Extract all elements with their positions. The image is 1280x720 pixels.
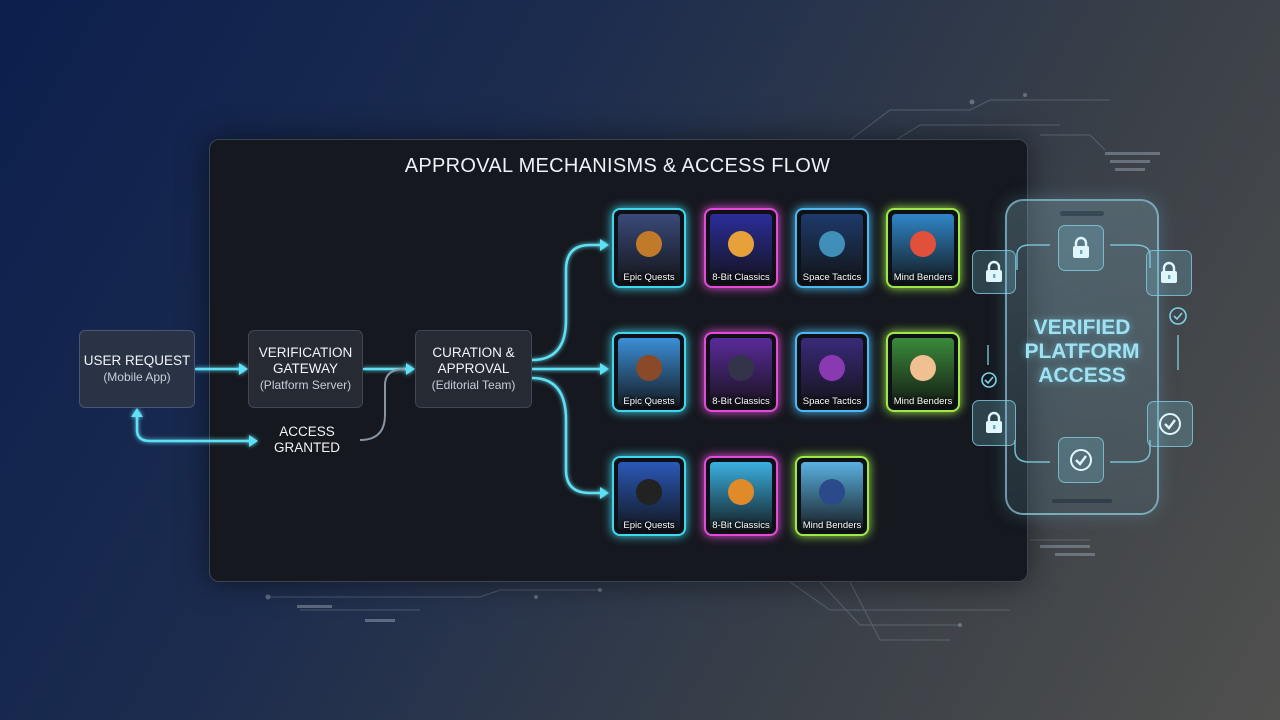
checkmark-icon <box>1147 401 1193 447</box>
verified-line-1: VERIFIED <box>1033 316 1131 339</box>
user-request-node: USER REQUEST (Mobile App) <box>79 330 195 408</box>
check-icon <box>1169 307 1187 325</box>
game-tile[interactable]: Mind Benders <box>886 208 960 288</box>
node-title-2: GATEWAY <box>272 361 338 376</box>
game-cover-art <box>801 214 863 282</box>
game-caption: 8-Bit Classics <box>712 520 770 531</box>
game-tile[interactable]: 8-Bit Classics <box>704 456 778 536</box>
game-tile[interactable]: Space Tactics <box>795 332 869 412</box>
game-cover-art <box>710 214 772 282</box>
arrowhead <box>131 408 143 417</box>
game-tile[interactable]: Mind Benders <box>886 332 960 412</box>
granted-return-line <box>359 368 406 441</box>
lock-icon <box>972 250 1016 294</box>
lock-icon <box>1146 250 1192 296</box>
game-tile[interactable]: 8-Bit Classics <box>704 332 778 412</box>
arrowhead <box>239 363 248 375</box>
node-title-2: APPROVAL <box>437 361 510 376</box>
game-tile[interactable]: Mind Benders <box>795 456 869 536</box>
node-subtitle: (Editorial Team) <box>431 378 516 392</box>
game-character-icon <box>910 230 936 257</box>
game-cover-art <box>618 338 680 406</box>
game-cover-art <box>710 462 772 530</box>
node-title: VERIFICATION <box>258 345 353 360</box>
game-character-icon <box>910 354 936 381</box>
game-caption: Space Tactics <box>802 396 862 407</box>
node-subtitle: (Platform Server) <box>259 378 352 392</box>
arrowhead <box>249 435 258 447</box>
granted-line-1: ACCESS <box>279 424 335 439</box>
verified-line-2: PLATFORM <box>1024 340 1140 363</box>
verification-gateway-node: VERIFICATION GATEWAY (Platform Server) <box>248 330 363 408</box>
lock-icon <box>1058 225 1104 271</box>
game-cover-art <box>710 338 772 406</box>
game-caption: Space Tactics <box>802 272 862 283</box>
game-cover-art <box>892 338 954 406</box>
game-character-icon <box>819 478 845 505</box>
game-cover-art <box>618 214 680 282</box>
game-cover-art <box>892 214 954 282</box>
curation-approval-node: CURATION & APPROVAL (Editorial Team) <box>415 330 532 408</box>
diagram-title: APPROVAL MECHANISMS & ACCESS FLOW <box>404 155 831 177</box>
game-caption: Mind Benders <box>802 520 862 531</box>
game-tile[interactable]: Epic Quests <box>612 208 686 288</box>
arrowhead <box>406 363 415 375</box>
phone-notch <box>1060 211 1104 216</box>
granted-line-2: GRANTED <box>273 440 340 455</box>
phone-home-bar <box>1052 499 1112 503</box>
lock-icon <box>972 400 1016 446</box>
game-tile[interactable]: 8-Bit Classics <box>704 208 778 288</box>
game-character-icon <box>819 354 845 381</box>
verified-line-3: ACCESS <box>1038 364 1126 387</box>
arrow-granted-loop <box>135 415 252 443</box>
game-character-icon <box>636 230 662 257</box>
game-caption: Mind Benders <box>893 272 953 283</box>
node-title: CURATION & <box>432 345 515 360</box>
game-caption: 8-Bit Classics <box>712 396 770 407</box>
checkmark-icon <box>1058 437 1104 483</box>
check-icon <box>981 372 997 388</box>
game-character-icon <box>728 354 754 381</box>
game-cover-art <box>801 338 863 406</box>
game-caption: Mind Benders <box>893 396 953 407</box>
node-subtitle: (Mobile App) <box>103 370 171 384</box>
node-title: USER REQUEST <box>83 353 191 368</box>
game-tile[interactable]: Epic Quests <box>612 332 686 412</box>
game-tile[interactable]: Epic Quests <box>612 456 686 536</box>
arrowhead <box>600 487 609 499</box>
game-character-icon <box>636 354 662 381</box>
game-character-icon <box>728 478 754 505</box>
game-character-icon <box>728 230 754 257</box>
arrow-curation-to-row3 <box>530 376 602 495</box>
game-cover-art <box>618 462 680 530</box>
game-caption: 8-Bit Classics <box>712 272 770 283</box>
game-caption: Epic Quests <box>623 396 675 407</box>
game-caption: Epic Quests <box>623 272 675 283</box>
arrow-curation-to-row1 <box>530 243 602 362</box>
access-granted-label: ACCESS GRANTED <box>262 424 352 456</box>
game-caption: Epic Quests <box>623 520 675 531</box>
game-character-icon <box>819 230 845 257</box>
game-tile[interactable]: Space Tactics <box>795 208 869 288</box>
game-character-icon <box>636 478 662 505</box>
game-cover-art <box>801 462 863 530</box>
arrowhead <box>600 363 609 375</box>
arrowhead <box>600 239 609 251</box>
verified-platform-label: VERIFIED PLATFORM ACCESS <box>1005 316 1159 388</box>
